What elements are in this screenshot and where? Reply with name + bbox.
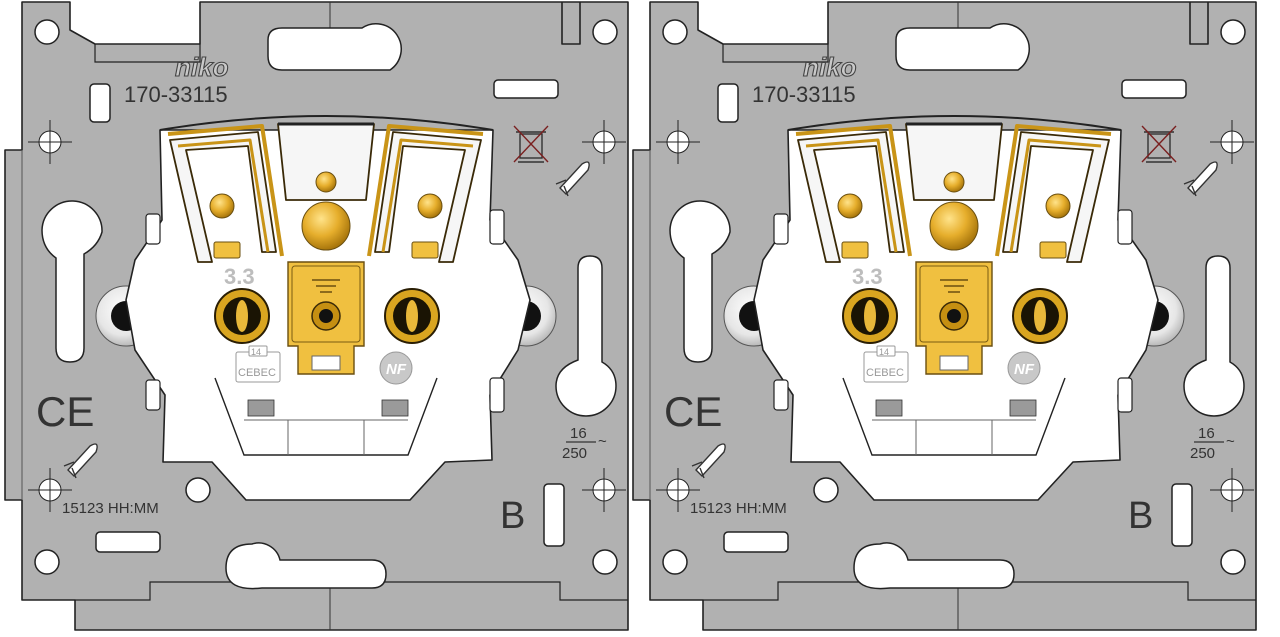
ce-mark: CE [36, 388, 94, 435]
voltage-mark: 3.3 [852, 264, 883, 289]
rating-suffix: ~ [598, 433, 607, 450]
date-code: 15123 HH:MM [62, 500, 159, 517]
nf-label: NF [386, 361, 407, 378]
cebec-number: 14 [251, 347, 261, 357]
voltage-mark: 3.3 [224, 264, 255, 289]
socket-module-2: niko 170-33115 3.3 14 CEBEC NF CE 16 250… [631, 0, 1258, 632]
rating-bottom: 250 [1190, 445, 1215, 462]
version-letter: B [1128, 495, 1153, 537]
rating-bottom: 250 [562, 445, 587, 462]
brand-logo: niko [175, 52, 229, 82]
rating-top: 16 [570, 425, 587, 442]
nf-label: NF [1014, 361, 1035, 378]
model-number: 170-33115 [752, 82, 856, 107]
brand-logo: niko [803, 52, 857, 82]
rating-top: 16 [1198, 425, 1215, 442]
version-letter: B [500, 495, 525, 537]
socket-module-1: niko 170-33115 3.3 14 CEBEC NF CE 16 250… [3, 0, 630, 632]
ce-mark: CE [664, 388, 722, 435]
cebec-number: 14 [879, 347, 889, 357]
cebec-label: CEBEC [238, 367, 276, 379]
rating-suffix: ~ [1226, 433, 1235, 450]
cebec-label: CEBEC [866, 367, 904, 379]
model-number: 170-33115 [124, 82, 228, 107]
date-code: 15123 HH:MM [690, 500, 787, 517]
